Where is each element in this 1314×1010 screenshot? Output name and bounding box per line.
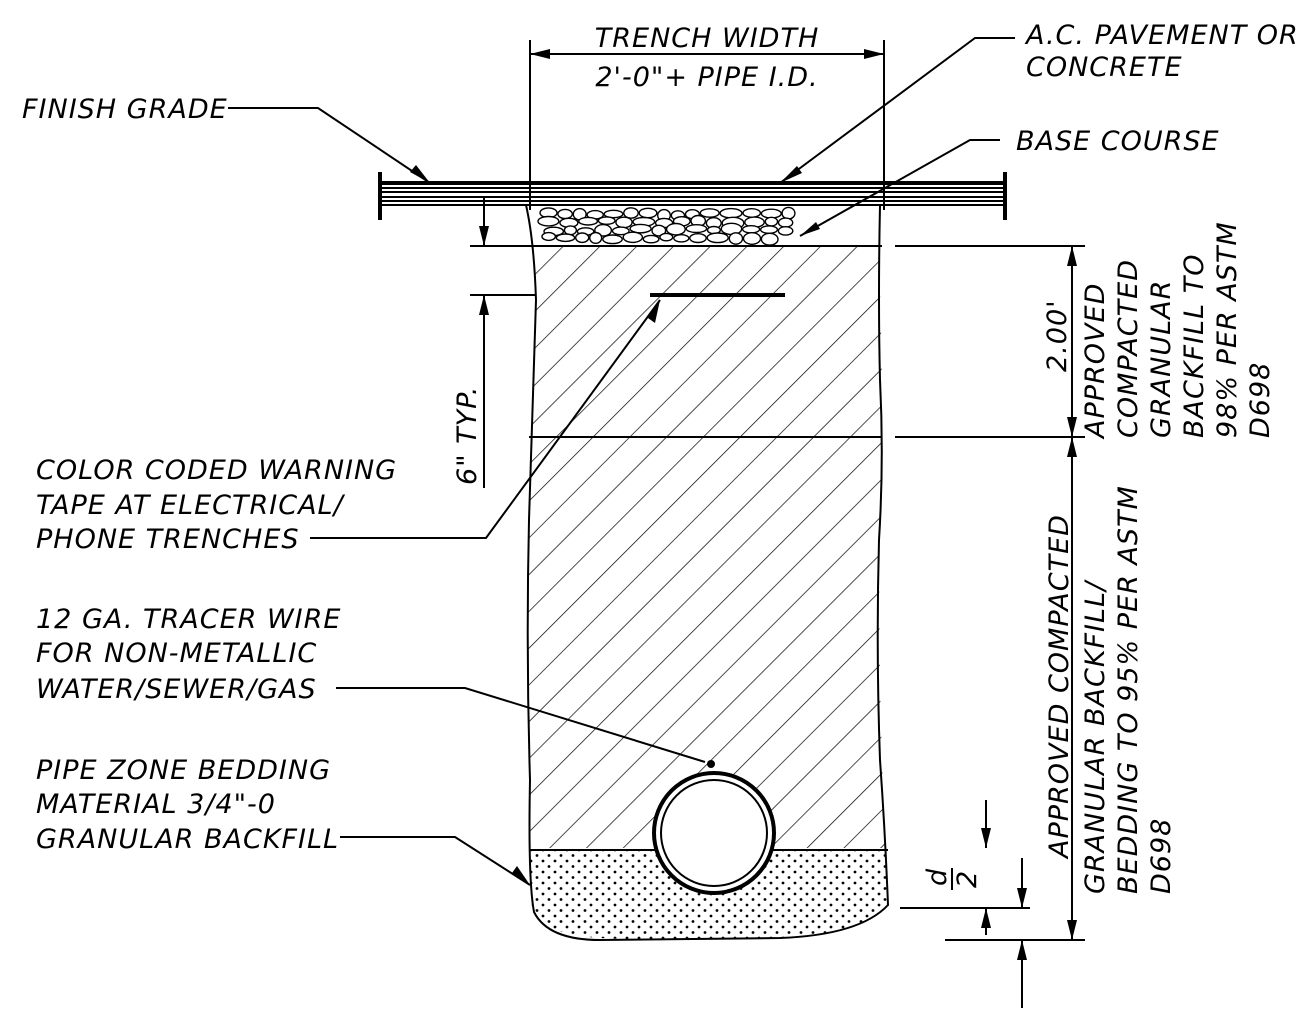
gravel-stone [597,216,616,226]
svg-text:TAPE AT ELECTRICAL/: TAPE AT ELECTRICAL/ [36,490,346,521]
warning-tape-leader [310,299,661,539]
finish-grade-label: FINISH GRADE [22,94,228,125]
svg-text:d: d [922,868,953,886]
base-course-gravel [537,206,796,246]
gravel-stone [742,231,762,245]
gravel-stone [642,234,660,244]
svg-text:GRANULAR BACKFILL/: GRANULAR BACKFILL/ [1080,579,1111,894]
gravel-stone [719,207,743,219]
gravel-stone [615,216,633,229]
svg-text:MATERIAL 3/4"-0: MATERIAL 3/4"-0 [36,789,276,820]
trench-width-label: TRENCH WIDTH [595,23,820,54]
svg-text:GRANULAR BACKFILL: GRANULAR BACKFILL [36,824,339,855]
gravel-stone [781,206,796,220]
pipe-zone-leader [340,836,531,886]
tape-depth-dimension [470,196,536,488]
gravel-stone [673,233,690,243]
svg-text:D698: D698 [1245,362,1276,438]
tracer-wire-dot [707,760,715,768]
svg-text:APPROVED: APPROVED [1080,283,1111,440]
upper-backfill-label: APPROVED COMPACTED GRANULAR BACKFILL TO … [1080,221,1276,440]
trench-width-value: 2'-0"+ PIPE I.D. [595,62,818,93]
svg-text:12 GA. TRACER WIRE: 12 GA. TRACER WIRE [36,604,341,635]
gravel-stone [575,232,590,244]
gravel-stone [665,222,686,236]
gravel-stone [685,224,708,234]
svg-text:FOR NON-METALLIC: FOR NON-METALLIC [36,638,317,669]
gravel-stone [541,231,557,242]
lower-backfill-label: APPROVED COMPACTED GRANULAR BACKFILL/ BE… [1044,485,1177,894]
gravel-stone [611,226,630,236]
pipe [652,771,776,895]
finish-grade-leader [228,107,431,184]
gravel-stone [623,207,639,219]
gravel-stone [537,215,560,227]
right-dimensions [895,245,1085,1008]
svg-text:COMPACTED: COMPACTED [1113,259,1144,438]
gravel-stone [659,232,674,242]
base-course-label: BASE COURSE [1016,126,1220,157]
trench-right-wall [599,204,890,941]
gravel-stone [741,224,761,234]
svg-text:WATER/SEWER/GAS: WATER/SEWER/GAS [36,674,317,705]
gravel-stone [651,224,667,237]
svg-text:PIPE ZONE BEDDING: PIPE ZONE BEDDING [36,755,331,786]
pipe-cover-dimension-label: d 2 [922,868,983,890]
svg-text:98% PER ASTM: 98% PER ASTM [1212,221,1243,438]
trench-left-wall [525,204,601,941]
svg-text:COLOR CODED WARNING: COLOR CODED WARNING [36,455,397,486]
gravel-stone [728,232,744,245]
gravel-stone [555,233,576,243]
gravel-stone [759,225,779,235]
svg-text:BACKFILL TO: BACKFILL TO [1179,254,1210,438]
backfill-hatch [528,246,885,848]
gravel-stone [557,208,573,220]
pavement-label-line2: CONCRETE [1026,52,1183,83]
svg-text:GRANULAR: GRANULAR [1146,280,1177,438]
gravel-stone [578,216,599,226]
gravel-stone [777,217,794,228]
gravel-stone [764,216,779,227]
tape-depth-label: 6" TYP. [452,386,483,485]
gravel-stone [706,232,729,244]
pavement-label-line1: A.C. PAVEMENT OR [1024,20,1299,51]
trench-width-dimension [529,40,885,210]
base-course-leader [799,139,1000,237]
gravel-stone [622,231,644,244]
gravel-stone [742,207,762,218]
warning-tape-label: COLOR CODED WARNING TAPE AT ELECTRICAL/ … [36,455,397,555]
pavement-leader [779,37,1015,184]
tracer-wire-label: 12 GA. TRACER WIRE FOR NON-METALLIC WATE… [36,604,341,705]
gravel-stone [699,208,720,218]
svg-text:PHONE TRENCHES: PHONE TRENCHES [36,524,300,555]
gravel-stone [689,233,707,244]
gravel-stone [638,207,658,219]
svg-text:BEDDING TO 95% PER ASTM: BEDDING TO 95% PER ASTM [1113,485,1144,894]
gravel-stone [760,232,779,246]
svg-text:D698: D698 [1146,818,1177,894]
gravel-stone [602,234,623,245]
gravel-stone [589,231,603,245]
gravel-stone [629,223,652,234]
tracer-wire-leader [336,687,706,763]
upper-depth-label: 2.00' [1042,299,1073,372]
gravel-stone [777,225,794,236]
svg-text:APPROVED COMPACTED: APPROVED COMPACTED [1044,514,1075,860]
pipe-zone-bedding [530,850,888,940]
svg-text:2: 2 [952,870,983,888]
pipe-zone-label: PIPE ZONE BEDDING MATERIAL 3/4"-0 GRANUL… [36,755,339,855]
